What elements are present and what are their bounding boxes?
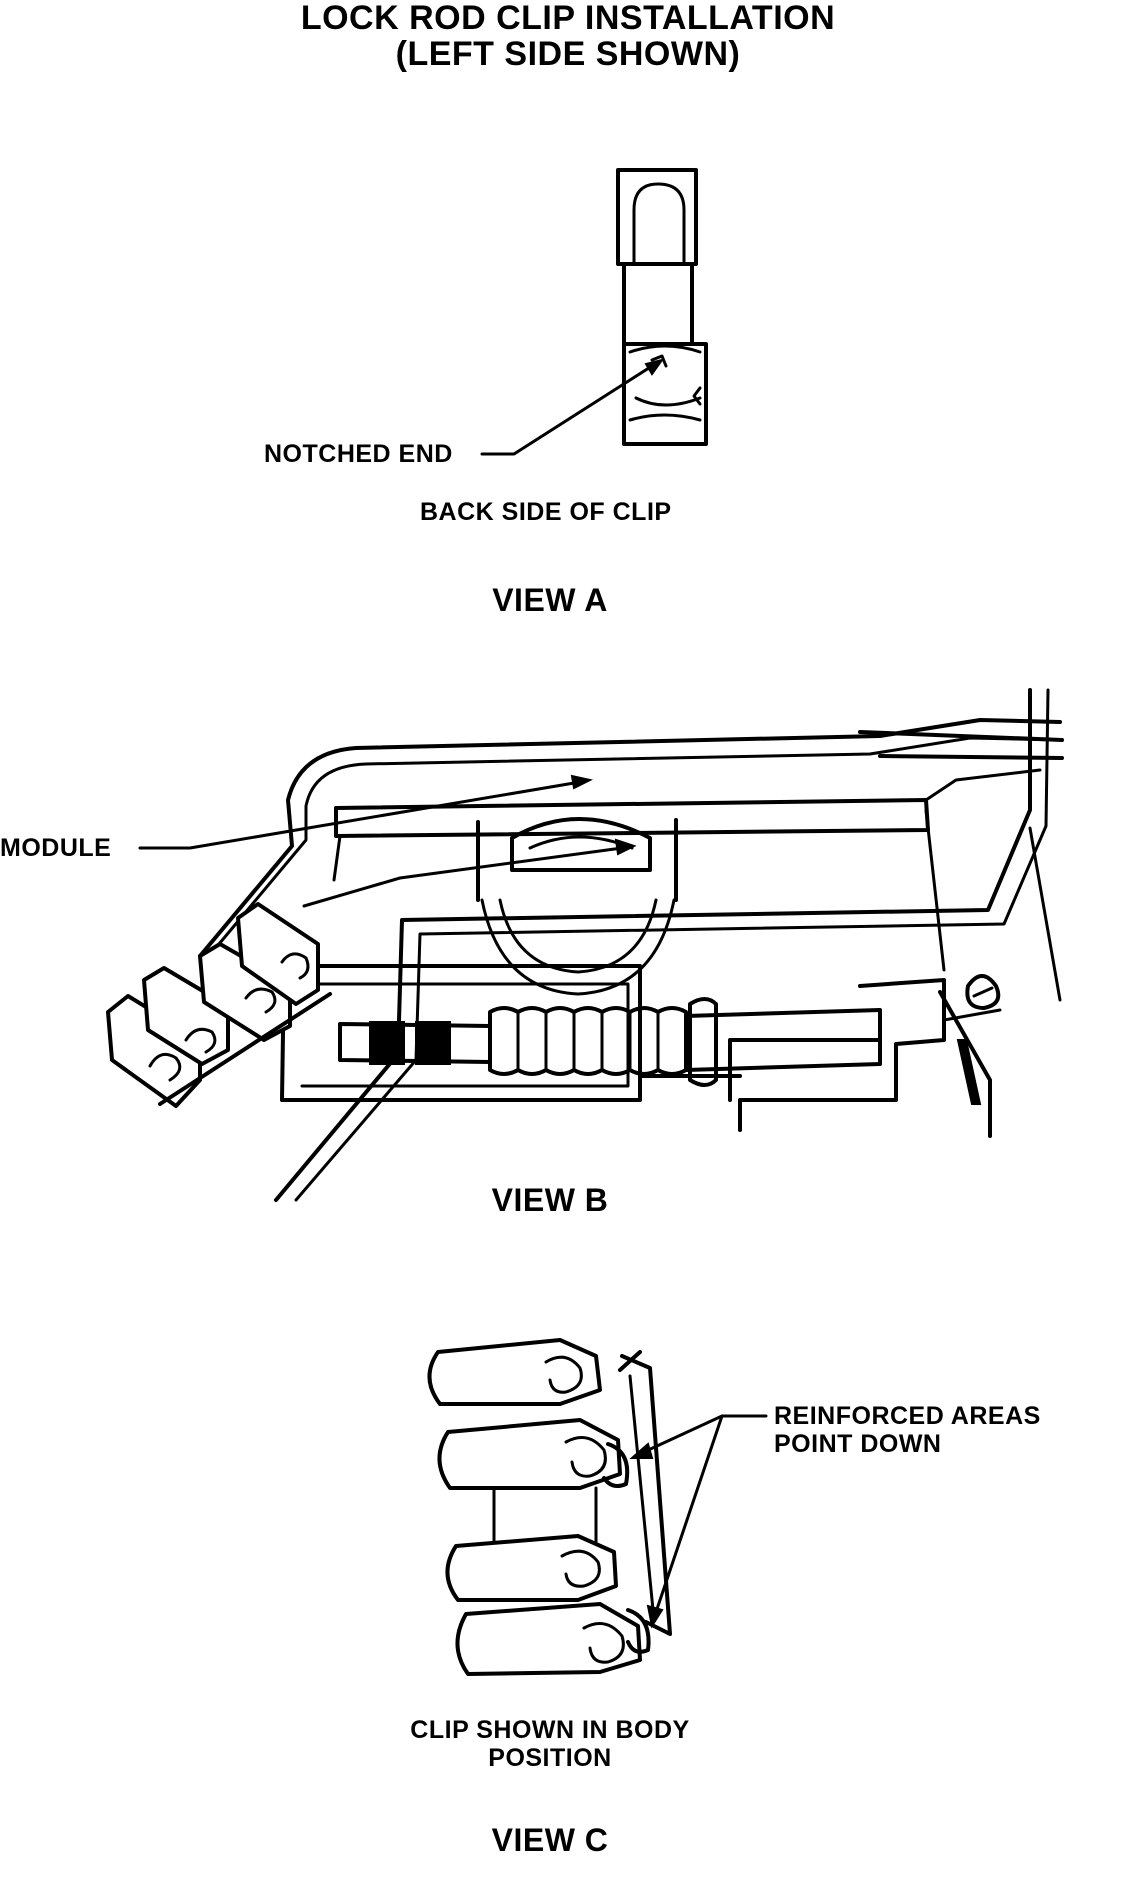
back-side-caption: BACK SIDE OF CLIP [420,498,672,526]
reinforced-areas-leaders [629,1414,768,1629]
title-line-2: (LEFT SIDE SHOWN) [395,35,741,73]
reinforced-areas-label-2: POINT DOWN [774,1430,942,1458]
view-b-label: VIEW B [491,1182,609,1218]
view-c-label: VIEW C [491,1822,609,1858]
view-a-clip-drawing [616,168,708,446]
view-c-clip-drawing [427,1338,672,1676]
reinforced-areas-label-1: REINFORCED AREAS [774,1402,1041,1430]
view-a-label: VIEW A [492,582,608,618]
notched-end-leader [480,358,665,456]
clip-body-caption-2: POSITION [488,1744,612,1772]
clip-body-caption-1: CLIP SHOWN IN BODY [410,1716,690,1744]
title-line-1: LOCK ROD CLIP INSTALLATION [300,0,836,37]
view-b-door-module [106,688,1064,1202]
module-leaders [138,774,637,908]
notched-end-label: NOTCHED END [264,440,453,468]
module-label: MODULE [0,834,112,862]
